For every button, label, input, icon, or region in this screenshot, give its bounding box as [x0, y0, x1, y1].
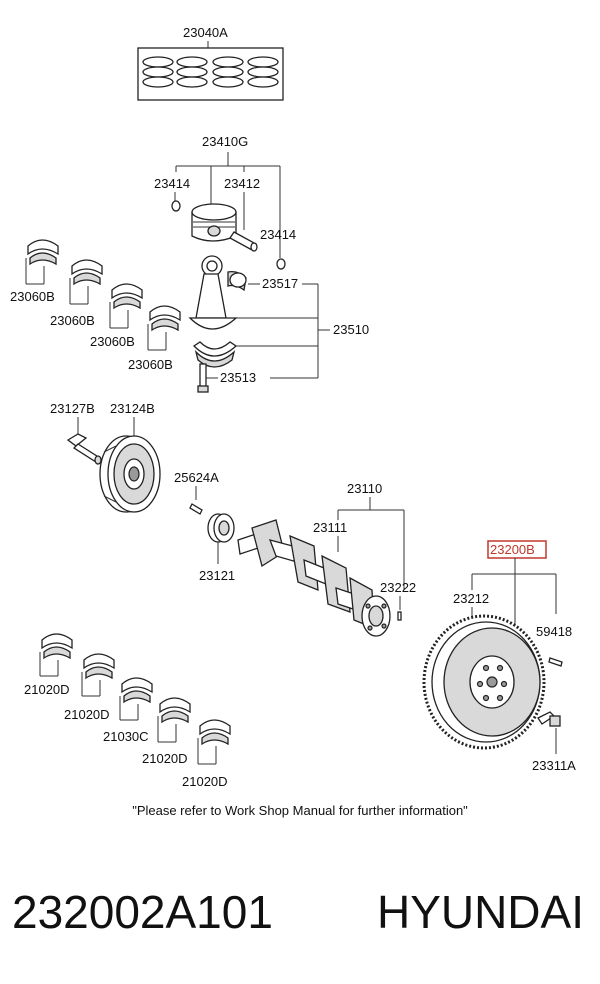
label-conrod-bearing-2[interactable]: 23060B	[50, 313, 95, 328]
piston-pin	[229, 231, 258, 252]
conrod-bearings-group: 23060B 23060B 23060B 23060B	[10, 239, 181, 372]
conrod-bearing-3	[109, 283, 143, 329]
thrust-bearing	[119, 677, 153, 721]
piston	[191, 203, 237, 242]
label-main-bearing-3[interactable]: 21020D	[142, 751, 188, 766]
connecting-rod-group: 23517 23510 23513	[188, 255, 369, 393]
label-snap-ring-right[interactable]: 23414	[260, 227, 296, 242]
label-crank-assy[interactable]: 23110	[347, 481, 382, 496]
flywheel	[422, 614, 546, 750]
label-damper-pulley[interactable]: 23124B	[110, 401, 155, 416]
label-sprocket[interactable]: 23121	[199, 568, 235, 583]
label-bearing-upper[interactable]: 23517	[262, 276, 298, 291]
snap-ring-right	[276, 258, 286, 270]
label-piston-ring-set[interactable]: 23040A	[183, 25, 228, 40]
piston-ring-set-group: 23040A	[137, 25, 284, 101]
pin	[397, 611, 402, 621]
conrod-bolt	[197, 363, 209, 393]
label-conrod-bearing-1[interactable]: 23060B	[10, 289, 55, 304]
pulley-bolt	[66, 433, 102, 465]
part-number: 232002A101	[12, 886, 273, 938]
label-piston-pin[interactable]: 23412	[224, 176, 260, 191]
snap-ring-left	[171, 200, 181, 212]
highlight-flywheel-label	[487, 540, 547, 559]
label-ring-gear[interactable]: 23212	[453, 591, 489, 606]
label-piston-assy[interactable]: 23410G	[202, 134, 248, 149]
main-bearing-3	[157, 697, 191, 743]
label-conrod-bearing-4[interactable]: 23060B	[128, 357, 173, 372]
key-sprocket-group: 25624A 23121	[174, 470, 235, 583]
label-main-bearing-1[interactable]: 21020D	[24, 682, 70, 697]
label-main-bearing-2[interactable]: 21020D	[64, 707, 110, 722]
crankshaft	[237, 519, 391, 637]
rod-cap	[192, 341, 238, 368]
flywheel-group: 23200B 23212 59418 23311A	[422, 540, 576, 773]
label-main-bearing-4[interactable]: 21020D	[182, 774, 228, 789]
piston-rings	[142, 56, 279, 88]
label-thrust-bearing[interactable]: 21030C	[103, 729, 149, 744]
sprocket	[207, 513, 235, 543]
dowel-pin	[548, 657, 563, 667]
brand-name: HYUNDAI	[377, 886, 584, 938]
piston-assembly-group: 23410G 23414 23412 23414	[154, 134, 296, 270]
conrod-bearing-4	[147, 305, 181, 351]
main-bearing-4	[197, 719, 231, 765]
flywheel-bolt	[537, 711, 561, 727]
main-bearing-2	[81, 653, 115, 697]
label-conrod-assy[interactable]: 23510	[333, 322, 369, 337]
main-bearings-group: 21020D 21020D 21030C 21020D	[24, 633, 231, 789]
label-pulley-bolt[interactable]: 23127B	[50, 401, 95, 416]
label-pin[interactable]: 23222	[380, 580, 416, 595]
damper-pulley	[99, 435, 161, 513]
label-snap-ring-left[interactable]: 23414	[154, 176, 190, 191]
label-crankshaft[interactable]: 23111	[313, 520, 347, 535]
label-conrod-bolt[interactable]: 23513	[220, 370, 256, 385]
connecting-rod	[188, 255, 238, 330]
rod-bearing-shells	[227, 270, 247, 292]
conrod-bearing-1	[25, 239, 59, 285]
main-bearing-1	[39, 633, 73, 677]
label-conrod-bearing-3[interactable]: 23060B	[90, 334, 135, 349]
damper-pulley-group: 23127B 23124B	[50, 401, 161, 513]
label-key[interactable]: 25624A	[174, 470, 219, 485]
crankshaft-group: 23110 23111 23222	[237, 481, 416, 637]
woodruff-key	[189, 503, 203, 515]
conrod-bearing-2	[69, 259, 103, 305]
label-flywheel-bolt[interactable]: 23311A	[532, 758, 576, 773]
label-flywheel-assy[interactable]: 23200B	[490, 542, 535, 557]
label-dowel[interactable]: 59418	[536, 624, 572, 639]
workshop-manual-note: "Please refer to Work Shop Manual for fu…	[132, 803, 468, 818]
